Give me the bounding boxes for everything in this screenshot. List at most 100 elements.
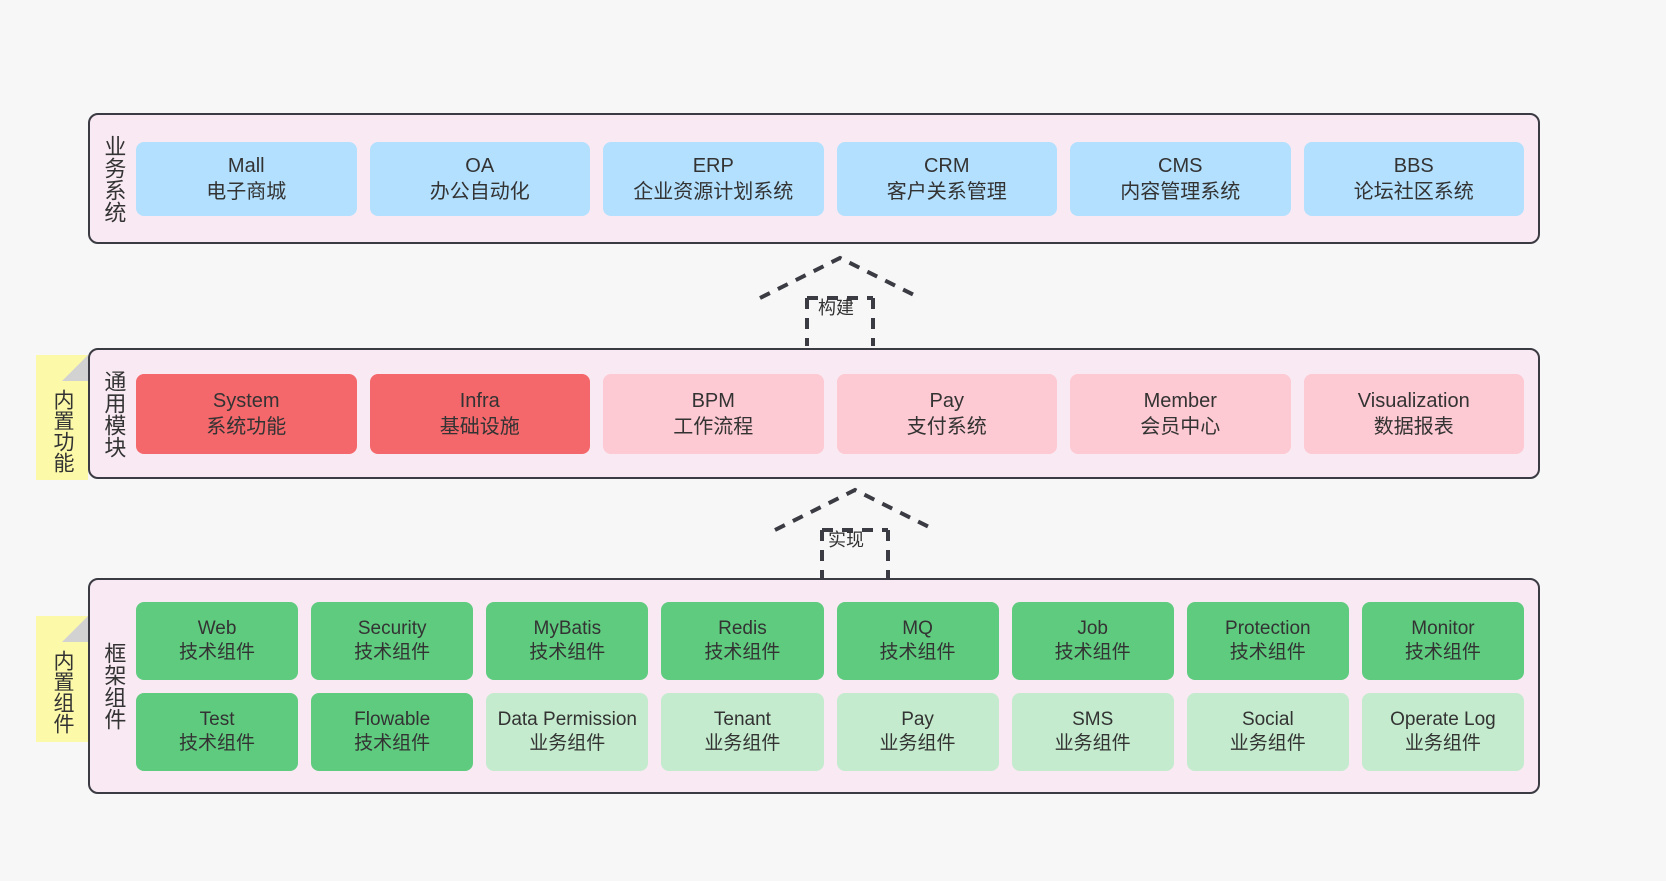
card-title: ERP bbox=[692, 154, 734, 177]
card-subtitle: 技术组件 bbox=[529, 641, 606, 663]
arrow-implement-label: 实现 bbox=[828, 530, 864, 550]
card-subtitle: 技术组件 bbox=[354, 732, 431, 754]
generalization-arrow-implement: 实现 bbox=[770, 482, 940, 582]
card-title: BBS bbox=[1393, 154, 1434, 177]
card-subtitle: 基础设施 bbox=[439, 415, 520, 438]
note-builtin-feature: 内置功能 bbox=[36, 355, 88, 480]
card-title: MQ bbox=[902, 618, 933, 640]
layer-business-label: 业务系统 bbox=[101, 134, 127, 223]
card-subtitle: 业务组件 bbox=[879, 732, 956, 754]
card-subtitle: 内容管理系统 bbox=[1120, 180, 1241, 203]
card-title: Flowable bbox=[354, 709, 431, 731]
card-title: Protection bbox=[1225, 618, 1311, 640]
card-subtitle: 技术组件 bbox=[179, 641, 256, 663]
card-pay-component[interactable]: Pay 业务组件 bbox=[836, 692, 999, 771]
card-title: Data Permission bbox=[497, 709, 637, 731]
card-cms[interactable]: CMS 内容管理系统 bbox=[1070, 141, 1291, 216]
common-card-row: System 系统功能 Infra 基础设施 BPM 工作流程 Pay 支付系统… bbox=[136, 373, 1524, 454]
card-subtitle: 系统功能 bbox=[206, 415, 287, 438]
card-oa[interactable]: OA 办公自动化 bbox=[369, 141, 590, 216]
card-title: Operate Log bbox=[1390, 709, 1496, 731]
card-title: Visualization bbox=[1357, 389, 1470, 412]
card-data-permission[interactable]: Data Permission 业务组件 bbox=[486, 692, 649, 771]
card-title: Security bbox=[357, 618, 427, 640]
card-job[interactable]: Job 技术组件 bbox=[1011, 601, 1174, 680]
card-subtitle: 会员中心 bbox=[1140, 415, 1221, 438]
card-title: Monitor bbox=[1411, 618, 1475, 640]
business-card-row: Mall 电子商城 OA 办公自动化 ERP 企业资源计划系统 CRM 客户关系… bbox=[136, 141, 1524, 216]
card-security[interactable]: Security 技术组件 bbox=[311, 601, 474, 680]
layer-common-module: 通用模块 System 系统功能 Infra 基础设施 BPM 工作流程 Pay… bbox=[88, 348, 1540, 479]
card-title: Tenant bbox=[713, 709, 771, 731]
card-subtitle: 电子商城 bbox=[206, 180, 287, 203]
card-subtitle: 技术组件 bbox=[179, 732, 256, 754]
card-subtitle: 办公自动化 bbox=[429, 180, 530, 203]
card-system[interactable]: System 系统功能 bbox=[136, 373, 357, 454]
framework-row-business: Test 技术组件 Flowable 技术组件 Data Permission … bbox=[136, 692, 1524, 771]
generalization-arrow-build: 构建 bbox=[755, 250, 925, 350]
card-subtitle: 客户关系管理 bbox=[886, 180, 1007, 203]
layer-framework-component: 框架组件 Web 技术组件 Security 技术组件 MyBatis 技术组件 bbox=[88, 578, 1540, 794]
card-mall[interactable]: Mall 电子商城 bbox=[136, 141, 357, 216]
layer-framework-body: Web 技术组件 Security 技术组件 MyBatis 技术组件 Redi… bbox=[136, 580, 1538, 792]
card-mybatis[interactable]: MyBatis 技术组件 bbox=[486, 601, 649, 680]
card-erp[interactable]: ERP 企业资源计划系统 bbox=[603, 141, 824, 216]
arrow-head-outline bbox=[774, 487, 936, 532]
card-sms[interactable]: SMS 业务组件 bbox=[1011, 692, 1174, 771]
card-title: Web bbox=[197, 618, 237, 640]
arrow-build-label: 构建 bbox=[818, 298, 854, 318]
arrow-head-outline bbox=[759, 255, 921, 300]
framework-row-technical: Web 技术组件 Security 技术组件 MyBatis 技术组件 Redi… bbox=[136, 601, 1524, 680]
card-title: System bbox=[212, 389, 280, 412]
card-subtitle: 数据报表 bbox=[1373, 415, 1454, 438]
card-redis[interactable]: Redis 技术组件 bbox=[661, 601, 824, 680]
card-member[interactable]: Member 会员中心 bbox=[1070, 373, 1291, 454]
card-social[interactable]: Social 业务组件 bbox=[1186, 692, 1349, 771]
card-bbs[interactable]: BBS 论坛社区系统 bbox=[1303, 141, 1524, 216]
card-mq[interactable]: MQ 技术组件 bbox=[836, 601, 999, 680]
card-operate-log[interactable]: Operate Log 业务组件 bbox=[1361, 692, 1524, 771]
card-subtitle: 业务组件 bbox=[704, 732, 781, 754]
card-monitor[interactable]: Monitor 技术组件 bbox=[1361, 601, 1524, 680]
card-flowable[interactable]: Flowable 技术组件 bbox=[311, 692, 474, 771]
card-subtitle: 支付系统 bbox=[906, 415, 987, 438]
card-tenant[interactable]: Tenant 业务组件 bbox=[661, 692, 824, 771]
card-title: Job bbox=[1077, 618, 1108, 640]
layer-business-system: 业务系统 Mall 电子商城 OA 办公自动化 ERP 企业资源计划系统 CRM… bbox=[88, 113, 1540, 244]
card-web[interactable]: Web 技术组件 bbox=[136, 601, 299, 680]
card-subtitle: 技术组件 bbox=[354, 641, 431, 663]
card-title: MyBatis bbox=[533, 618, 602, 640]
card-subtitle: 业务组件 bbox=[529, 732, 606, 754]
layer-common-label: 通用模块 bbox=[101, 369, 127, 458]
card-title: Test bbox=[199, 709, 235, 731]
card-infra[interactable]: Infra 基础设施 bbox=[369, 373, 590, 454]
framework-grid: Web 技术组件 Security 技术组件 MyBatis 技术组件 Redi… bbox=[136, 601, 1524, 771]
card-subtitle: 业务组件 bbox=[1404, 732, 1481, 754]
card-subtitle: 技术组件 bbox=[1229, 641, 1306, 663]
card-title: Pay bbox=[901, 709, 934, 731]
card-subtitle: 技术组件 bbox=[879, 641, 956, 663]
card-title: CMS bbox=[1158, 154, 1203, 177]
card-test[interactable]: Test 技术组件 bbox=[136, 692, 299, 771]
note-builtin-component: 内置组件 bbox=[36, 616, 88, 742]
card-subtitle: 工作流程 bbox=[673, 415, 754, 438]
card-title: Infra bbox=[459, 389, 500, 412]
card-title: Mall bbox=[227, 154, 265, 177]
card-subtitle: 论坛社区系统 bbox=[1353, 180, 1474, 203]
card-pay[interactable]: Pay 支付系统 bbox=[836, 373, 1057, 454]
card-title: Social bbox=[1241, 709, 1294, 731]
card-title: CRM bbox=[923, 154, 970, 177]
card-subtitle: 企业资源计划系统 bbox=[633, 180, 794, 203]
card-crm[interactable]: CRM 客户关系管理 bbox=[836, 141, 1057, 216]
card-title: Member bbox=[1143, 389, 1217, 412]
card-title: Redis bbox=[718, 618, 767, 640]
card-protection[interactable]: Protection 技术组件 bbox=[1186, 601, 1349, 680]
card-bpm[interactable]: BPM 工作流程 bbox=[603, 373, 824, 454]
card-title: OA bbox=[465, 154, 495, 177]
card-title: SMS bbox=[1072, 709, 1114, 731]
card-visualization[interactable]: Visualization 数据报表 bbox=[1303, 373, 1524, 454]
card-subtitle: 技术组件 bbox=[1404, 641, 1481, 663]
layer-business-body: Mall 电子商城 OA 办公自动化 ERP 企业资源计划系统 CRM 客户关系… bbox=[136, 115, 1538, 242]
note-text: 内置功能 bbox=[50, 388, 74, 473]
layer-common-body: System 系统功能 Infra 基础设施 BPM 工作流程 Pay 支付系统… bbox=[136, 350, 1538, 477]
